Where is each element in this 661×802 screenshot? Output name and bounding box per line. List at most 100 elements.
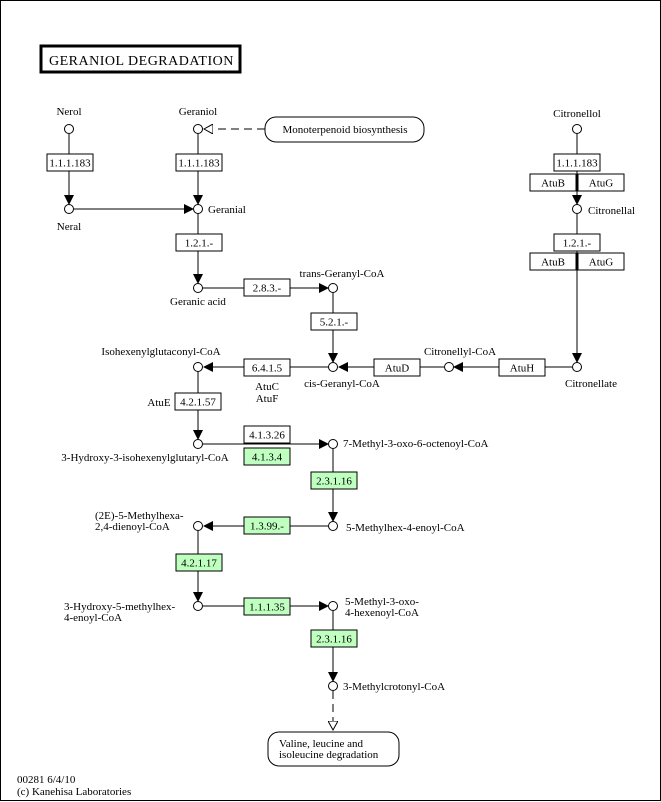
enzyme-box[interactable] <box>243 597 291 616</box>
map-link-valine-leucine-isoleucine-degradation[interactable]: Valine, leucine and isoleucine degradati… <box>267 731 400 767</box>
enzyme-box[interactable] <box>577 252 625 271</box>
enzyme-hydratase-ec[interactable]: 4.2.1.57 <box>174 392 222 411</box>
label-geranial: Geranial <box>208 204 246 216</box>
enzyme-box[interactable] <box>243 516 291 535</box>
enzyme-citronellol-ec[interactable]: 1.1.1.183 <box>553 153 601 172</box>
enzyme-atub-1[interactable]: AtuB <box>529 173 577 192</box>
compound-methyl-oxo-octenoyl-coa[interactable] <box>328 439 338 449</box>
enzyme-atub-2[interactable]: AtuB <box>529 252 577 271</box>
compound-nerol[interactable] <box>64 124 74 134</box>
enzyme-box[interactable] <box>310 629 358 648</box>
gene-label-atue[interactable]: AtuE <box>147 397 171 409</box>
compound-citronellal[interactable] <box>572 204 582 214</box>
enzyme-box[interactable] <box>243 278 291 297</box>
compound-geranial[interactable] <box>193 204 203 214</box>
svg-text:5-Methyl-3-oxo-: 5-Methyl-3-oxo- <box>345 596 419 608</box>
compound-geranic-acid[interactable] <box>193 283 203 293</box>
enzyme-geranial-ec[interactable]: 1.2.1.- <box>175 233 223 252</box>
enzyme-box[interactable] <box>46 153 94 172</box>
enzyme-nerol-ec[interactable]: 1.1.1.183 <box>46 153 94 172</box>
compound-geraniol[interactable] <box>193 124 203 134</box>
enzyme-label: 1.3.99.- <box>250 521 284 533</box>
enzyme-label: AtuG <box>589 257 614 269</box>
enzyme-label: AtuG <box>589 178 614 190</box>
compound-cis-geranyl-coa[interactable] <box>328 362 338 372</box>
enzyme-trans-cis-ec[interactable]: 5.2.1.- <box>310 312 358 331</box>
enzyme-dehydrogenase-ec[interactable]: 1.3.99.- <box>243 516 291 535</box>
enzyme-box[interactable] <box>553 233 601 252</box>
enzyme-geranic-ec[interactable]: 2.8.3.- <box>243 278 291 297</box>
enzyme-atud[interactable]: AtuD <box>373 358 421 377</box>
enzyme-atug-1[interactable]: AtuG <box>577 173 625 192</box>
enzyme-label: AtuB <box>541 178 565 190</box>
enzyme-lyase-ec2[interactable]: 4.1.3.4 <box>243 447 291 466</box>
enzyme-box[interactable] <box>175 553 223 572</box>
enzyme-box[interactable] <box>174 392 222 411</box>
label-trans-geranyl-coa: trans-Geranyl-CoA <box>300 268 385 280</box>
compound-citronellol[interactable] <box>572 124 582 134</box>
enzyme-box[interactable] <box>175 233 223 252</box>
enzyme-box[interactable] <box>243 425 291 444</box>
compound-trans-geranyl-coa[interactable] <box>328 283 338 293</box>
enzyme-carboxylase-ec[interactable]: 6.4.1.5 <box>243 358 291 377</box>
compound-neral[interactable] <box>64 204 74 214</box>
compound-methylhex-enoyl-coa[interactable] <box>328 521 338 531</box>
label-methylhexa-dienoyl-coa: (2E)-5-Methylhexa- 2,4-dienoyl-CoA <box>95 510 184 533</box>
compound-isohexenylglutaconyl-coa[interactable] <box>193 362 203 372</box>
enzyme-geraniol-ec[interactable]: 1.1.1.183 <box>175 153 223 172</box>
label-citronellol: Citronellol <box>553 108 601 120</box>
enzyme-citronellal-ec[interactable]: 1.2.1.- <box>553 233 601 252</box>
label-methyl-oxo-hexenoyl-coa: 5-Methyl-3-oxo- 4-hexenoyl-CoA <box>345 596 419 619</box>
label-hydroxy-isohexenylglutaryl-coa: 3-Hydroxy-3-isohexenylglutaryl-CoA <box>61 452 228 464</box>
enzyme-thiolase-ec1[interactable]: 2.3.1.16 <box>310 471 358 490</box>
map-id-date: 00281 6/4/10 <box>17 774 76 786</box>
compound-methylhexa-dienoyl-coa[interactable] <box>193 521 203 531</box>
label-hydroxy-methylhex-enoyl-coa: 3-Hydroxy-5-methylhex- 4-enoyl-CoA <box>64 601 176 624</box>
label-citronellal: Citronellal <box>588 205 635 217</box>
label-geranic-acid: Geranic acid <box>170 296 226 308</box>
compound-citronellyl-coa[interactable] <box>444 362 454 372</box>
enzyme-box[interactable] <box>553 153 601 172</box>
enzyme-box[interactable] <box>310 312 358 331</box>
enzyme-label: 1.1.1.183 <box>178 158 220 170</box>
enzyme-box[interactable] <box>310 471 358 490</box>
enzyme-label: 1.1.1.35 <box>249 602 285 614</box>
enzyme-box[interactable] <box>373 358 421 377</box>
enzyme-box[interactable] <box>498 358 546 377</box>
enzyme-box[interactable] <box>529 173 577 192</box>
enzyme-box[interactable] <box>243 358 291 377</box>
compound-methylcrotonyl-coa[interactable] <box>328 681 338 691</box>
enzyme-label: 4.2.1.57 <box>180 397 216 409</box>
label-isohexenylglutaconyl-coa: Isohexenylglutaconyl-CoA <box>101 346 220 358</box>
enzyme-box[interactable] <box>243 447 291 466</box>
footer: 00281 6/4/10 (c) Kanehisa Laboratories <box>17 774 131 798</box>
enzyme-box[interactable] <box>577 173 625 192</box>
enzyme-hydroxyacyl-ec[interactable]: 1.1.1.35 <box>243 597 291 616</box>
svg-text:(2E)-5-Methylhexa-: (2E)-5-Methylhexa- <box>95 510 184 522</box>
enzyme-label: 1.2.1.- <box>563 238 592 250</box>
enzyme-label: 5.2.1.- <box>320 317 349 329</box>
enzyme-lyase-ec1[interactable]: 4.1.3.26 <box>243 425 291 444</box>
enzyme-atuh[interactable]: AtuH <box>498 358 546 377</box>
gene-label-atuc[interactable]: AtuC <box>255 381 279 393</box>
enzyme-label: 2.8.3.- <box>253 283 282 295</box>
enzyme-box[interactable] <box>175 153 223 172</box>
compound-hydroxy-isohexenylglutaryl-coa[interactable] <box>193 439 203 449</box>
pathway-title: GERANIOL DEGRADATION <box>39 44 242 74</box>
gene-label-atuf[interactable]: AtuF <box>256 393 279 405</box>
label-citronellyl-coa: Citronellyl-CoA <box>424 346 496 358</box>
label-citronellate: Citronellate <box>565 378 617 390</box>
enzyme-thiolase-ec2[interactable]: 2.3.1.16 <box>310 629 358 648</box>
compound-citronellate[interactable] <box>572 362 582 372</box>
enzyme-label: 2.3.1.16 <box>316 476 352 488</box>
enzyme-atug-2[interactable]: AtuG <box>577 252 625 271</box>
enzyme-label: AtuH <box>510 363 535 375</box>
svg-text:2,4-dienoyl-CoA: 2,4-dienoyl-CoA <box>95 521 170 533</box>
compound-hydroxy-methylhex-enoyl-coa[interactable] <box>193 601 203 611</box>
map-link-monoterpenoid-biosynthesis[interactable]: Monoterpenoid biosynthesis <box>264 116 425 143</box>
enzyme-enoyl-hydratase-ec[interactable]: 4.2.1.17 <box>175 553 223 572</box>
compound-methyl-oxo-hexenoyl-coa[interactable] <box>328 601 338 611</box>
enzyme-box[interactable] <box>529 252 577 271</box>
